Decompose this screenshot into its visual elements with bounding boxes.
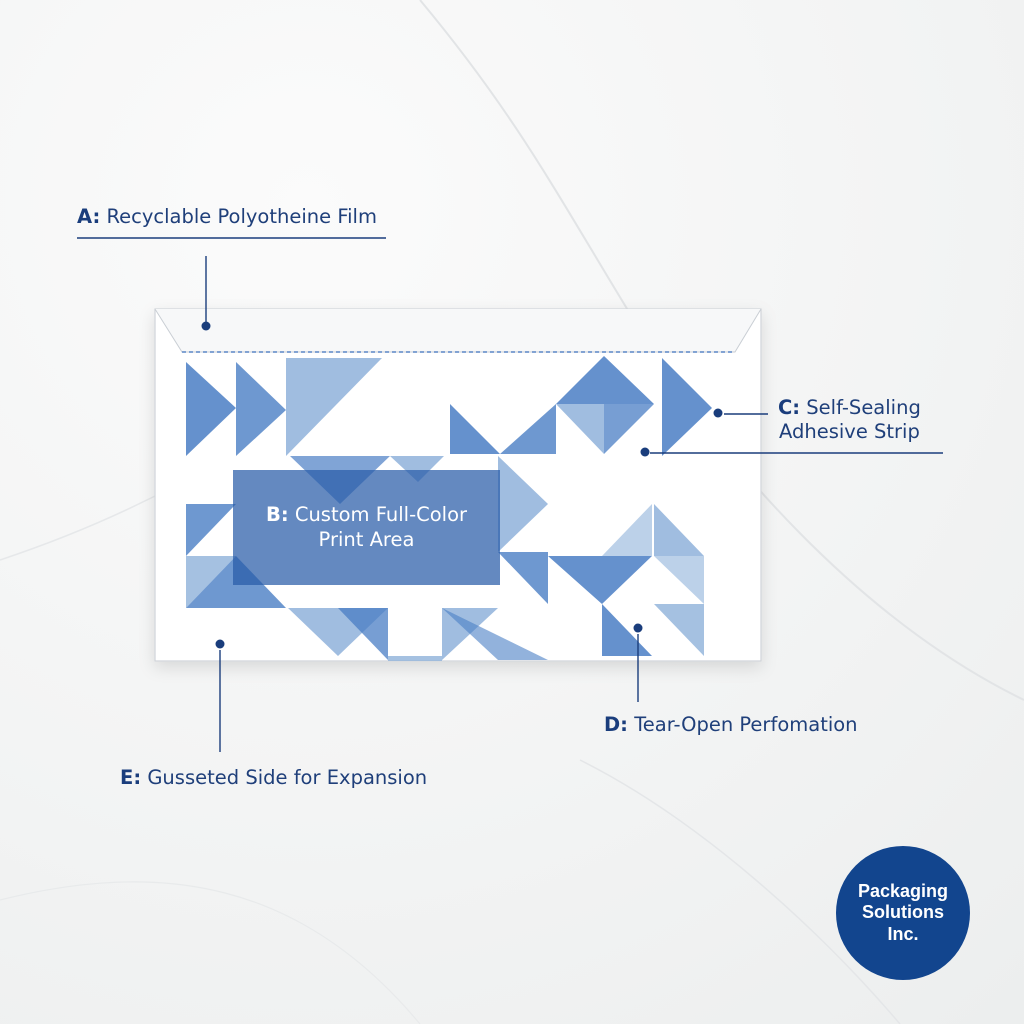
callout-d-text: Tear-Open Perfomation bbox=[628, 713, 858, 736]
callout-e-key: E: bbox=[120, 766, 142, 789]
geometric-pattern bbox=[186, 356, 712, 661]
print-area-callout: B: Custom Full-Color Print Area bbox=[233, 470, 500, 585]
callout-c-label: C: Self-Sealing Adhesive Strip bbox=[778, 396, 921, 445]
company-badge: Packaging Solutions Inc. bbox=[836, 846, 970, 980]
badge-line1: Packaging bbox=[857, 880, 949, 901]
callout-a-text: Recyclable Polyotheine Film bbox=[100, 205, 377, 228]
callout-b-line2: Print Area bbox=[318, 527, 415, 551]
callout-d-label: D: Tear-Open Perfomation bbox=[604, 713, 858, 737]
badge-line2: Solutions bbox=[862, 902, 944, 923]
callout-e-text: Gusseted Side for Expansion bbox=[141, 766, 428, 789]
callout-c-line2: Adhesive Strip bbox=[778, 420, 920, 444]
callout-b-key: B: bbox=[265, 502, 289, 526]
callout-a-label: A: Recyclable Polyotheine Film bbox=[77, 205, 377, 229]
callout-e-label: E: Gusseted Side for Expansion bbox=[120, 766, 427, 790]
badge-line3: Inc. bbox=[887, 923, 919, 944]
envelope-flap bbox=[154, 308, 762, 353]
callout-c-line1: Self-Sealing bbox=[800, 396, 921, 419]
callout-a-key: A: bbox=[77, 205, 101, 228]
callout-d-key: D: bbox=[604, 713, 628, 736]
callout-c-key: C: bbox=[778, 396, 801, 419]
callout-b-line1: Custom Full-Color bbox=[288, 502, 468, 526]
